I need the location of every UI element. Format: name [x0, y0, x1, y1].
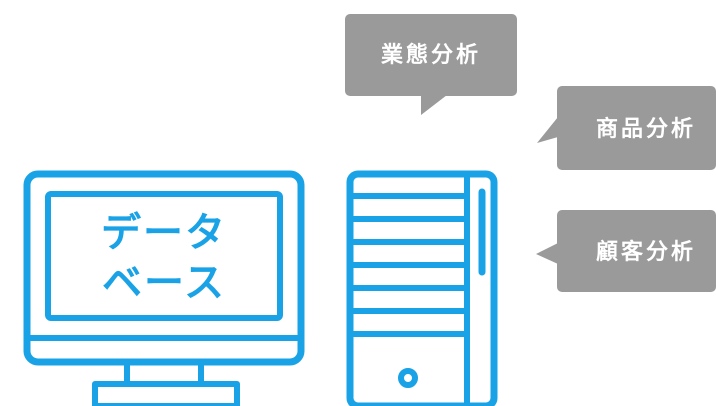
bubble-kokyaku-label: 顧客分析	[596, 239, 696, 265]
bubble-gyotai-body	[345, 14, 517, 96]
monitor-icon	[23, 170, 305, 406]
bubble-shohin-tail	[537, 117, 558, 143]
bubble-kokyaku-tail	[536, 243, 558, 264]
bubble-kokyaku: 顧客分析	[536, 210, 716, 292]
bubble-kokyaku-body	[557, 210, 716, 292]
server-tower-icon	[346, 170, 498, 406]
bubble-shohin-label: 商品分析	[596, 116, 696, 142]
monitor-screen	[45, 191, 283, 321]
bubble-shohin-body	[557, 86, 716, 170]
monitor-label-line2: ベース	[102, 260, 226, 306]
bubble-gyotai: 業態分析	[345, 14, 517, 115]
bubble-gyotai-label: 業態分析	[381, 42, 481, 68]
bubble-shohin: 商品分析	[537, 86, 716, 170]
power-button-icon	[398, 368, 418, 388]
monitor-stand-base	[92, 381, 240, 406]
bubble-gyotai-tail	[421, 95, 447, 115]
monitor-label-line1: データ	[101, 210, 227, 256]
